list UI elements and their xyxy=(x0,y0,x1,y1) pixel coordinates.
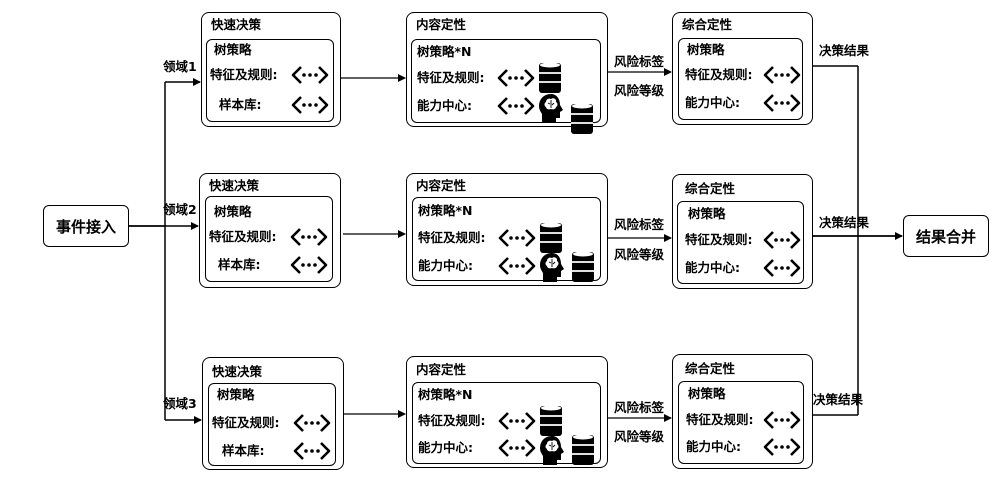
database-icon xyxy=(572,434,594,465)
quick-decision-box-2: 快速决策 树策略 特征及规则: 样本库: xyxy=(199,173,341,288)
dotted-double-arrow-icon xyxy=(498,229,536,247)
dotted-double-arrow-icon xyxy=(763,438,801,456)
database-icon xyxy=(540,222,562,253)
quick-decision-box-1: 快速决策 树策略 特征及规则: 样本库: xyxy=(201,12,341,127)
sample-library-label: 样本库: xyxy=(218,257,261,272)
risk-tag-label: 风险标签 xyxy=(614,217,665,232)
dotted-double-arrow-icon xyxy=(498,412,536,430)
tree-strategy-n-panel: 树策略*N 特征及规则: 能力中心: xyxy=(411,39,601,134)
combined-qualify-box-2: 综合定性 树策略 特征及规则: 能力中心: xyxy=(672,174,813,289)
quick-decision-title: 快速决策 xyxy=(212,364,263,379)
dotted-double-arrow-icon xyxy=(290,256,328,274)
combined-qualify-title: 综合定性 xyxy=(685,181,736,196)
tree-strategy-panel: 树策略 特征及规则: 能力中心: xyxy=(677,201,804,284)
event-input-box: 事件接入 xyxy=(43,205,129,247)
dotted-double-arrow-icon xyxy=(291,66,329,84)
tree-strategy-title: 树策略 xyxy=(217,387,255,402)
database-icon xyxy=(572,251,594,282)
feature-rule-label: 特征及规则: xyxy=(417,70,485,85)
risk-level-label: 风险等级 xyxy=(614,429,665,444)
tree-strategy-n-title: 树策略*N xyxy=(417,44,472,59)
feature-rule-label: 特征及规则: xyxy=(686,412,754,427)
tree-strategy-panel: 树策略 特征及规则: 能力中心: xyxy=(678,381,804,464)
brain-head-icon xyxy=(540,253,564,282)
tree-strategy-panel: 树策略 特征及规则: 样本库: xyxy=(208,383,336,466)
ability-center-label: 能力中心: xyxy=(686,439,741,454)
tree-strategy-title: 树策略 xyxy=(214,204,252,219)
combined-qualify-title: 综合定性 xyxy=(682,17,733,32)
risk-level-label: 风险等级 xyxy=(614,83,665,98)
risk-tag-label: 风险标签 xyxy=(614,54,665,69)
dotted-double-arrow-icon xyxy=(291,96,329,114)
database-icon xyxy=(571,103,593,134)
content-qualify-box-1: 内容定性 树策略*N 特征及规则: 能力中心: xyxy=(406,12,608,134)
tree-strategy-n-title: 树策略*N xyxy=(418,387,473,402)
feature-rule-label: 特征及规则: xyxy=(209,229,277,244)
tree-strategy-title: 树策略 xyxy=(688,206,726,221)
content-qualify-title: 内容定性 xyxy=(416,17,467,32)
event-input-label: 事件接入 xyxy=(55,217,116,236)
combined-qualify-box-1: 综合定性 树策略 特征及规则: 能力中心: xyxy=(672,12,813,125)
feature-rule-label: 特征及规则: xyxy=(685,232,753,247)
domain-label-3: 领域3 xyxy=(163,396,197,411)
feature-rule-label: 特征及规则: xyxy=(212,415,280,430)
database-icon xyxy=(540,405,562,436)
feature-rule-label: 特征及规则: xyxy=(418,230,486,245)
ability-center-label: 能力中心: xyxy=(685,95,740,110)
risk-tag-label: 风险标签 xyxy=(614,400,665,415)
ability-center-label: 能力中心: xyxy=(418,258,473,273)
feature-rule-label: 特征及规则: xyxy=(685,67,753,82)
ability-center-label: 能力中心: xyxy=(685,260,740,275)
domain-label-1: 领域1 xyxy=(163,59,197,74)
quick-decision-title: 快速决策 xyxy=(211,17,262,32)
tree-strategy-panel: 树策略 特征及规则: 能力中心: xyxy=(678,38,803,120)
ability-center-label: 能力中心: xyxy=(417,98,472,113)
tree-strategy-n-panel: 树策略*N 特征及规则: 能力中心: xyxy=(412,382,601,465)
tree-strategy-title: 树策略 xyxy=(687,42,725,57)
dotted-double-arrow-icon xyxy=(763,231,801,249)
feature-rule-label: 特征及规则: xyxy=(210,67,278,82)
dotted-double-arrow-icon xyxy=(763,66,801,84)
sample-library-label: 样本库: xyxy=(222,443,265,458)
content-qualify-box-2: 内容定性 树策略*N 特征及规则: 能力中心: xyxy=(406,173,608,286)
dotted-double-arrow-icon xyxy=(497,69,535,87)
quick-decision-box-3: 快速决策 树策略 特征及规则: 样本库: xyxy=(202,357,344,470)
sample-library-label: 样本库: xyxy=(219,97,262,112)
risk-level-label: 风险等级 xyxy=(614,247,665,262)
content-qualify-title: 内容定性 xyxy=(416,178,467,193)
content-qualify-box-3: 内容定性 树策略*N 特征及规则: 能力中心: xyxy=(406,356,608,468)
dotted-double-arrow-icon xyxy=(763,259,801,277)
brain-head-icon xyxy=(539,94,563,123)
dotted-double-arrow-icon xyxy=(763,94,801,112)
dotted-double-arrow-icon xyxy=(498,257,536,275)
ability-center-label: 能力中心: xyxy=(418,440,473,455)
result-merge-box: 结果合并 xyxy=(903,215,989,257)
dotted-double-arrow-icon xyxy=(293,442,331,460)
content-qualify-title: 内容定性 xyxy=(416,362,467,377)
dotted-double-arrow-icon xyxy=(498,439,536,457)
combined-qualify-box-3: 综合定性 树策略 特征及规则: 能力中心: xyxy=(672,354,813,469)
feature-rule-label: 特征及规则: xyxy=(418,413,486,428)
tree-strategy-title: 树策略 xyxy=(688,386,726,401)
result-merge-label: 结果合并 xyxy=(915,227,976,246)
database-icon xyxy=(539,62,561,93)
dotted-double-arrow-icon xyxy=(763,411,801,429)
combined-qualify-title: 综合定性 xyxy=(685,361,736,376)
tree-strategy-n-title: 树策略*N xyxy=(418,203,473,218)
tree-strategy-n-panel: 树策略*N 特征及规则: 能力中心: xyxy=(412,197,601,282)
tree-strategy-panel: 树策略 特征及规则: 样本库: xyxy=(206,39,334,122)
dotted-double-arrow-icon xyxy=(497,97,535,115)
domain-label-2: 领域2 xyxy=(163,202,197,217)
tree-strategy-panel: 树策略 特征及规则: 样本库: xyxy=(205,196,333,282)
quick-decision-title: 快速决策 xyxy=(209,178,260,193)
brain-head-icon xyxy=(540,436,564,465)
tree-strategy-title: 树策略 xyxy=(214,42,252,57)
decision-result-label: 决策结果 xyxy=(813,392,864,407)
decision-result-label: 决策结果 xyxy=(819,43,870,58)
decision-result-label: 决策结果 xyxy=(819,215,870,230)
dotted-double-arrow-icon xyxy=(290,228,328,246)
dotted-double-arrow-icon xyxy=(293,414,331,432)
